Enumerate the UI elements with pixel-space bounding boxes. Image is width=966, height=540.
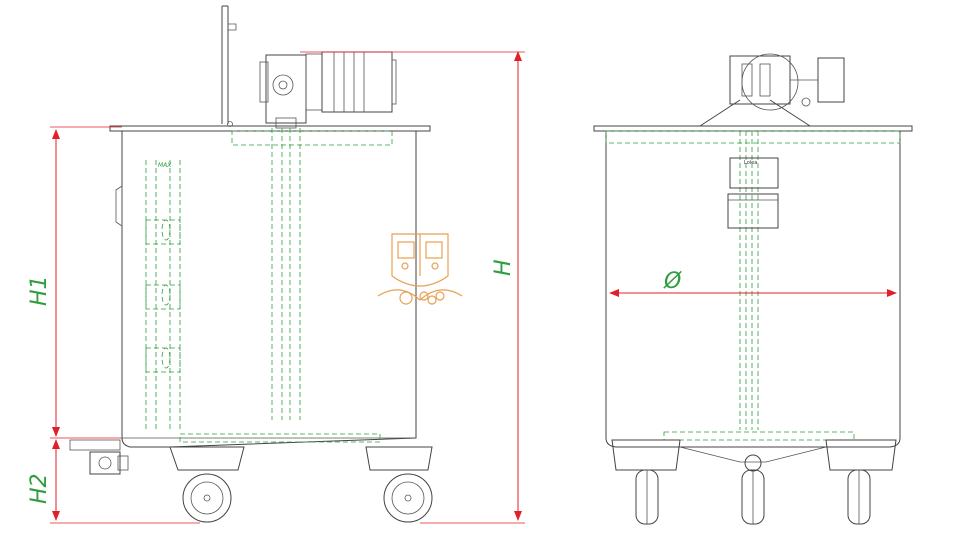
dim-h1-label: H1 [27, 275, 52, 306]
front-propeller [663, 431, 855, 441]
dim-h2-label: H2 [27, 473, 52, 504]
side-propeller [179, 433, 381, 443]
side-outlet-valve [69, 439, 129, 475]
front-lid-plate [593, 125, 913, 132]
side-handle-knob [227, 121, 233, 127]
side-handle-bar [221, 5, 229, 124]
winery-crest-icon [377, 233, 463, 305]
front-bracket-right [825, 439, 897, 471]
side-view: MAX [27, 5, 525, 524]
front-bracket-left [611, 439, 681, 471]
front-brand-label: Lolea [744, 160, 757, 166]
side-agitator-shaft [271, 128, 301, 420]
side-shaft-housing [231, 130, 393, 146]
front-brand-plate: Lolea [727, 157, 779, 229]
side-level-tube [145, 160, 181, 430]
side-handle-bracket [228, 23, 237, 31]
front-outlet-cone [679, 446, 827, 463]
front-agitator-shaft [739, 131, 759, 430]
front-view: Lolea Ø [593, 53, 913, 525]
side-lid-plate [109, 125, 431, 132]
side-wheel-left [169, 446, 245, 523]
front-wheel-right [847, 469, 871, 525]
front-outlet-valve [744, 454, 762, 472]
side-tank-body [121, 131, 417, 448]
side-latch [115, 185, 123, 227]
front-tank-body [605, 131, 901, 448]
front-wheel-center [741, 469, 765, 525]
side-wheel-right [365, 446, 433, 523]
front-shaft-housing [605, 130, 901, 144]
dim-h-label: H [491, 259, 516, 276]
side-level-marks [145, 219, 181, 373]
side-max-label: MAX [158, 162, 172, 169]
front-motor-junction [817, 57, 845, 103]
dim-diameter-label: Ø [663, 269, 682, 294]
side-motor-assembly [259, 51, 397, 129]
front-wheel-left [635, 469, 659, 525]
